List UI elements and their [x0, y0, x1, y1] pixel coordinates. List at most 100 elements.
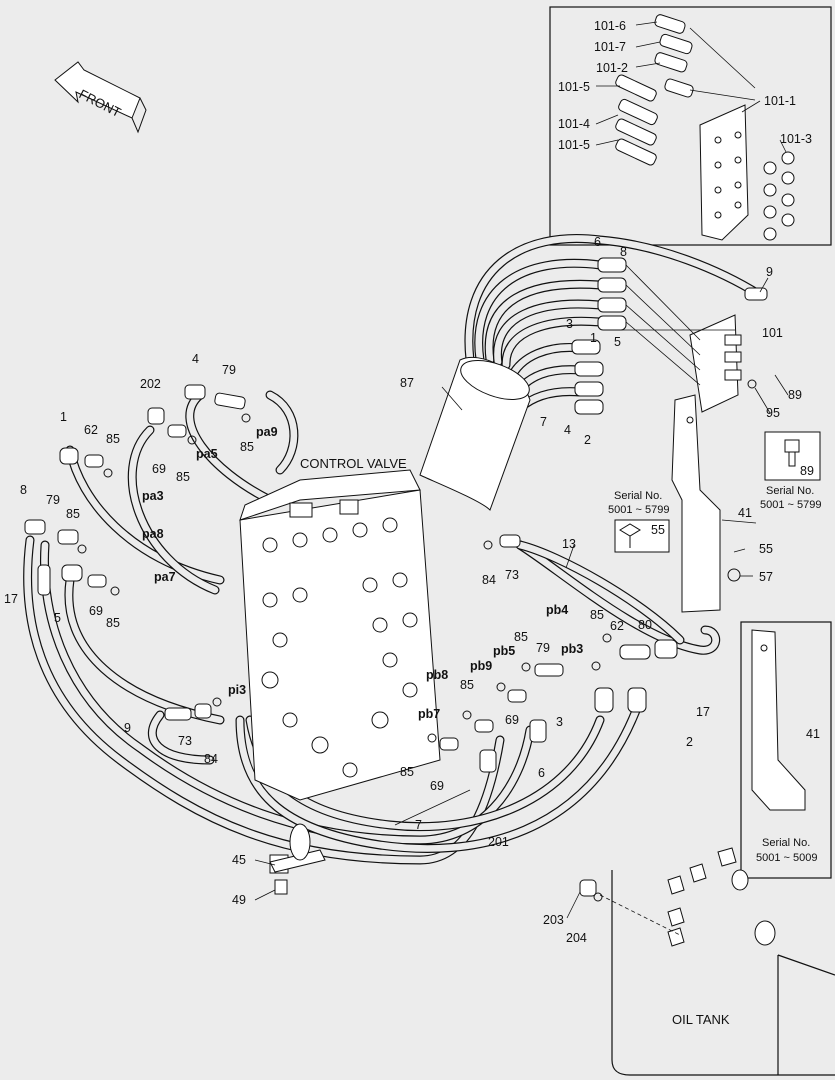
oil-tank [599, 847, 835, 1076]
leader-lines [254, 21, 789, 919]
callout-89-a: 89 [788, 388, 802, 402]
callout-85-b: 85 [176, 470, 190, 484]
callout-101-4: 101-4 [558, 117, 590, 131]
callout-pb7: pb7 [418, 707, 440, 721]
callout-5-left: 5 [54, 611, 61, 625]
callout-1-top: 1 [590, 331, 597, 345]
serial-c-label: Serial No. [762, 837, 810, 849]
callout-202: 202 [140, 377, 161, 391]
callout-62-b: 62 [610, 619, 624, 633]
callout-85-a: 85 [106, 432, 120, 446]
callout-labels: 101-6 101-7 101-2 101-5 101-4 101-5 101-… [4, 19, 821, 1027]
callout-3-top: 3 [566, 317, 573, 331]
callout-101-2: 101-2 [596, 61, 628, 75]
callout-101-1: 101-1 [764, 94, 796, 108]
front-arrow: FRONT [54, 61, 147, 134]
control-valve-label: CONTROL VALVE [300, 456, 407, 471]
callout-4-left: 4 [192, 352, 199, 366]
callout-85-e: 85 [106, 616, 120, 630]
callout-55-b: 55 [759, 542, 773, 556]
callout-69-b: 69 [89, 604, 103, 618]
callout-pb4: pb4 [546, 603, 568, 617]
serial-box-a [614, 519, 670, 553]
callout-85-f: 85 [590, 608, 604, 622]
callout-62-a: 62 [84, 423, 98, 437]
callout-95: 95 [766, 406, 780, 420]
callout-101-6: 101-6 [594, 19, 626, 33]
callout-101-7: 101-7 [594, 40, 626, 54]
callout-84-a: 84 [482, 573, 496, 587]
serial-b-label: Serial No. [766, 485, 814, 497]
callout-85-c: 85 [240, 440, 254, 454]
callout-pb5: pb5 [493, 644, 515, 658]
inset-box-top [549, 6, 832, 246]
callout-73-a: 73 [505, 568, 519, 582]
hose-13 [515, 540, 685, 645]
callout-6-right: 6 [538, 766, 545, 780]
callout-69-c: 69 [505, 713, 519, 727]
callout-69-d: 69 [430, 779, 444, 793]
callout-6-top: 6 [594, 235, 601, 249]
callout-101-3: 101-3 [780, 132, 812, 146]
serial-a-label: Serial No. [614, 490, 662, 502]
callout-55-a: 55 [651, 523, 665, 537]
callout-pb3: pb3 [561, 642, 583, 656]
oil-tank-label: OIL TANK [672, 1012, 730, 1027]
callout-73-b: 73 [178, 734, 192, 748]
callout-5-top: 5 [614, 335, 621, 349]
callout-204: 204 [566, 931, 587, 945]
bracket-41 [671, 394, 721, 613]
callout-101-5-b: 101-5 [558, 138, 590, 152]
callout-85-d: 85 [66, 507, 80, 521]
callout-pb8: pb8 [426, 668, 448, 682]
callout-pi3: pi3 [228, 683, 246, 697]
callout-79-a: 79 [222, 363, 236, 377]
callout-pa5: pa5 [196, 447, 218, 461]
control-valve [239, 469, 441, 801]
callout-57: 57 [759, 570, 773, 584]
callout-2-right: 2 [686, 735, 693, 749]
callout-7-top: 7 [540, 415, 547, 429]
callout-8-left: 8 [20, 483, 27, 497]
callout-79-b: 79 [46, 493, 60, 507]
fittings [24, 384, 678, 897]
callout-4-top: 4 [564, 423, 571, 437]
serial-c-range: 5001 ~ 5009 [756, 852, 817, 864]
callout-pa8: pa8 [142, 527, 164, 541]
serial-box-c [740, 621, 832, 879]
callout-13: 13 [562, 537, 576, 551]
serial-b-range: 5001 ~ 5799 [760, 499, 821, 511]
callout-8-top: 8 [620, 245, 627, 259]
serial-box-b [764, 431, 821, 481]
callout-101: 101 [762, 326, 783, 340]
callout-3-right: 3 [556, 715, 563, 729]
callout-203: 203 [543, 913, 564, 927]
callout-pa3: pa3 [142, 489, 164, 503]
callout-85-g: 85 [514, 630, 528, 644]
callout-85-h: 85 [460, 678, 474, 692]
callout-89-b: 89 [800, 464, 814, 478]
callout-49: 49 [232, 893, 246, 907]
callout-2-top: 2 [584, 433, 591, 447]
callout-17-right: 17 [696, 705, 710, 719]
callout-41-inset: 41 [806, 727, 820, 741]
callout-9-left: 9 [124, 721, 131, 735]
callout-69-a: 69 [152, 462, 166, 476]
callout-79-c: 79 [536, 641, 550, 655]
callout-201: 201 [488, 835, 509, 849]
callout-41-main: 41 [738, 506, 752, 520]
callout-9-top: 9 [766, 265, 773, 279]
callout-17-left: 17 [4, 592, 18, 606]
callout-87: 87 [400, 376, 414, 390]
callout-45: 45 [232, 853, 246, 867]
hose-sleeve [419, 356, 531, 511]
callout-pa7: pa7 [154, 570, 176, 584]
callout-84-b: 84 [204, 752, 218, 766]
callout-1-left: 1 [60, 410, 67, 424]
callout-7-bottom: 7 [415, 818, 422, 832]
callout-80: 80 [638, 618, 652, 632]
bundle-fittings [571, 257, 768, 415]
serial-a-range: 5001 ~ 5799 [608, 504, 669, 516]
o-rings [77, 379, 757, 902]
